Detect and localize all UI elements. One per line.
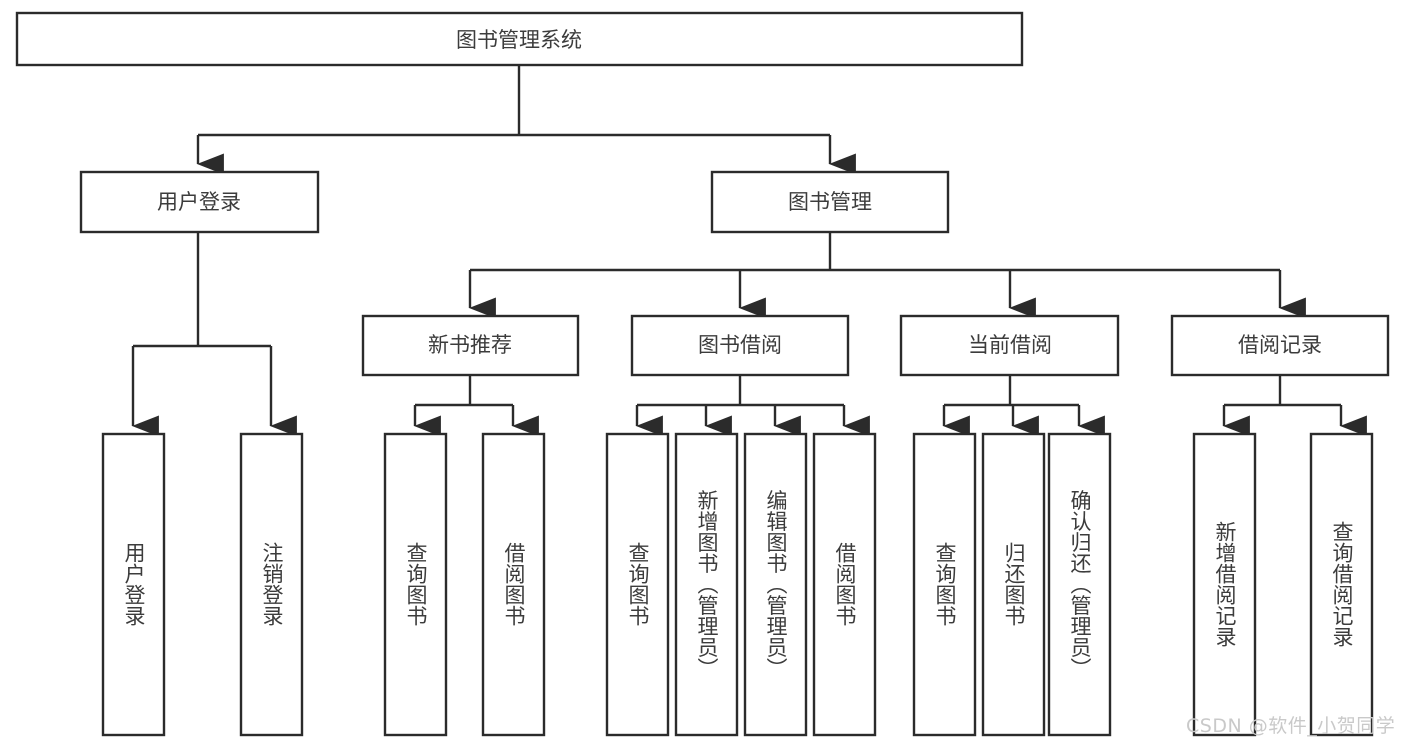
node-leaf-bb-borrow[interactable]: 借阅图书 [812,432,877,737]
node-book-mgmt-box[interactable] [710,170,950,234]
node-root[interactable]: 图书管理系统 [15,11,1024,67]
node-leaf-user-logout-box[interactable] [239,432,304,737]
node-leaf-bb-add[interactable]: 新增图书（管理员） [674,432,739,737]
node-book-mgmt-label: 图书管理 [788,190,872,214]
node-cur-borrow[interactable]: 当前借阅 [899,314,1120,377]
node-leaf-bb-add-label: 新增图书（管理员） [695,490,719,679]
node-new-rec-box[interactable] [361,314,580,377]
node-cur-borrow-box[interactable] [899,314,1120,377]
node-leaf-nr-query[interactable]: 查询图书 [383,432,448,737]
node-book-borrow[interactable]: 图书借阅 [630,314,850,377]
node-leaf-nr-borrow-label: 借阅图书 [502,542,526,626]
node-new-rec-label: 新书推荐 [428,333,512,357]
node-leaf-nr-query-box[interactable] [383,432,448,737]
node-leaf-cb-return-box[interactable] [981,432,1046,737]
node-book-borrow-box[interactable] [630,314,850,377]
node-leaf-bl-add[interactable]: 新增借阅记录 [1192,432,1257,737]
node-leaf-bb-query-box[interactable] [605,432,670,737]
node-root-box[interactable] [15,11,1024,67]
node-leaf-nr-borrow-box[interactable] [481,432,546,737]
node-cur-borrow-label: 当前借阅 [968,333,1052,357]
node-leaf-bb-edit-label: 编辑图书（管理员） [764,490,788,679]
node-leaf-bb-edit-box[interactable] [743,432,808,737]
node-leaf-user-login-box[interactable] [101,432,166,737]
node-leaf-bl-query-label: 查询借阅记录 [1330,521,1354,647]
node-leaf-bl-add-box[interactable] [1192,432,1257,737]
node-leaf-bb-borrow-box[interactable] [812,432,877,737]
node-user-login-box[interactable] [79,170,320,234]
edges-layer [131,65,1367,437]
node-leaf-bb-query-label: 查询图书 [626,542,650,626]
node-leaf-cb-return-label: 归还图书 [1002,542,1026,626]
node-borrow-log-label: 借阅记录 [1238,333,1322,357]
node-leaf-cb-confirm[interactable]: 确认归还（管理员） [1047,432,1112,737]
node-leaf-nr-borrow[interactable]: 借阅图书 [481,432,546,737]
node-user-login[interactable]: 用户登录 [79,170,320,234]
node-leaf-cb-query-box[interactable] [912,432,977,737]
node-leaf-cb-query[interactable]: 查询图书 [912,432,977,737]
node-root-label: 图书管理系统 [456,28,582,52]
node-leaf-bb-add-box[interactable] [674,432,739,737]
node-borrow-log[interactable]: 借阅记录 [1170,314,1390,377]
node-leaf-bl-add-label: 新增借阅记录 [1213,521,1237,647]
node-borrow-log-box[interactable] [1170,314,1390,377]
node-leaf-bl-query[interactable]: 查询借阅记录 [1309,432,1374,737]
node-leaf-cb-confirm-label: 确认归还（管理员） [1068,490,1092,679]
node-book-borrow-label: 图书借阅 [698,333,782,357]
node-user-login-label: 用户登录 [157,190,241,214]
node-leaf-user-logout[interactable]: 注销登录 [239,432,304,737]
node-leaf-nr-query-label: 查询图书 [404,542,428,626]
node-leaf-user-logout-label: 注销登录 [260,542,284,626]
node-leaf-bb-edit[interactable]: 编辑图书（管理员） [743,432,808,737]
node-leaf-cb-query-label: 查询图书 [933,542,957,626]
node-leaf-user-login[interactable]: 用户登录 [101,432,166,737]
node-leaf-bb-borrow-label: 借阅图书 [833,542,857,626]
node-book-mgmt[interactable]: 图书管理 [710,170,950,234]
csdn-watermark: CSDN @软件_小贺同学 [1186,715,1396,737]
node-leaf-user-login-label: 用户登录 [122,542,146,626]
node-leaf-cb-confirm-box[interactable] [1047,432,1112,737]
node-new-rec[interactable]: 新书推荐 [361,314,580,377]
node-leaf-bl-query-box[interactable] [1309,432,1374,737]
node-leaf-cb-return[interactable]: 归还图书 [981,432,1046,737]
nodes-layer: 图书管理系统 用户登录 图书管理 新书推荐 图书借阅 [15,11,1390,737]
node-leaf-bb-query[interactable]: 查询图书 [605,432,670,737]
